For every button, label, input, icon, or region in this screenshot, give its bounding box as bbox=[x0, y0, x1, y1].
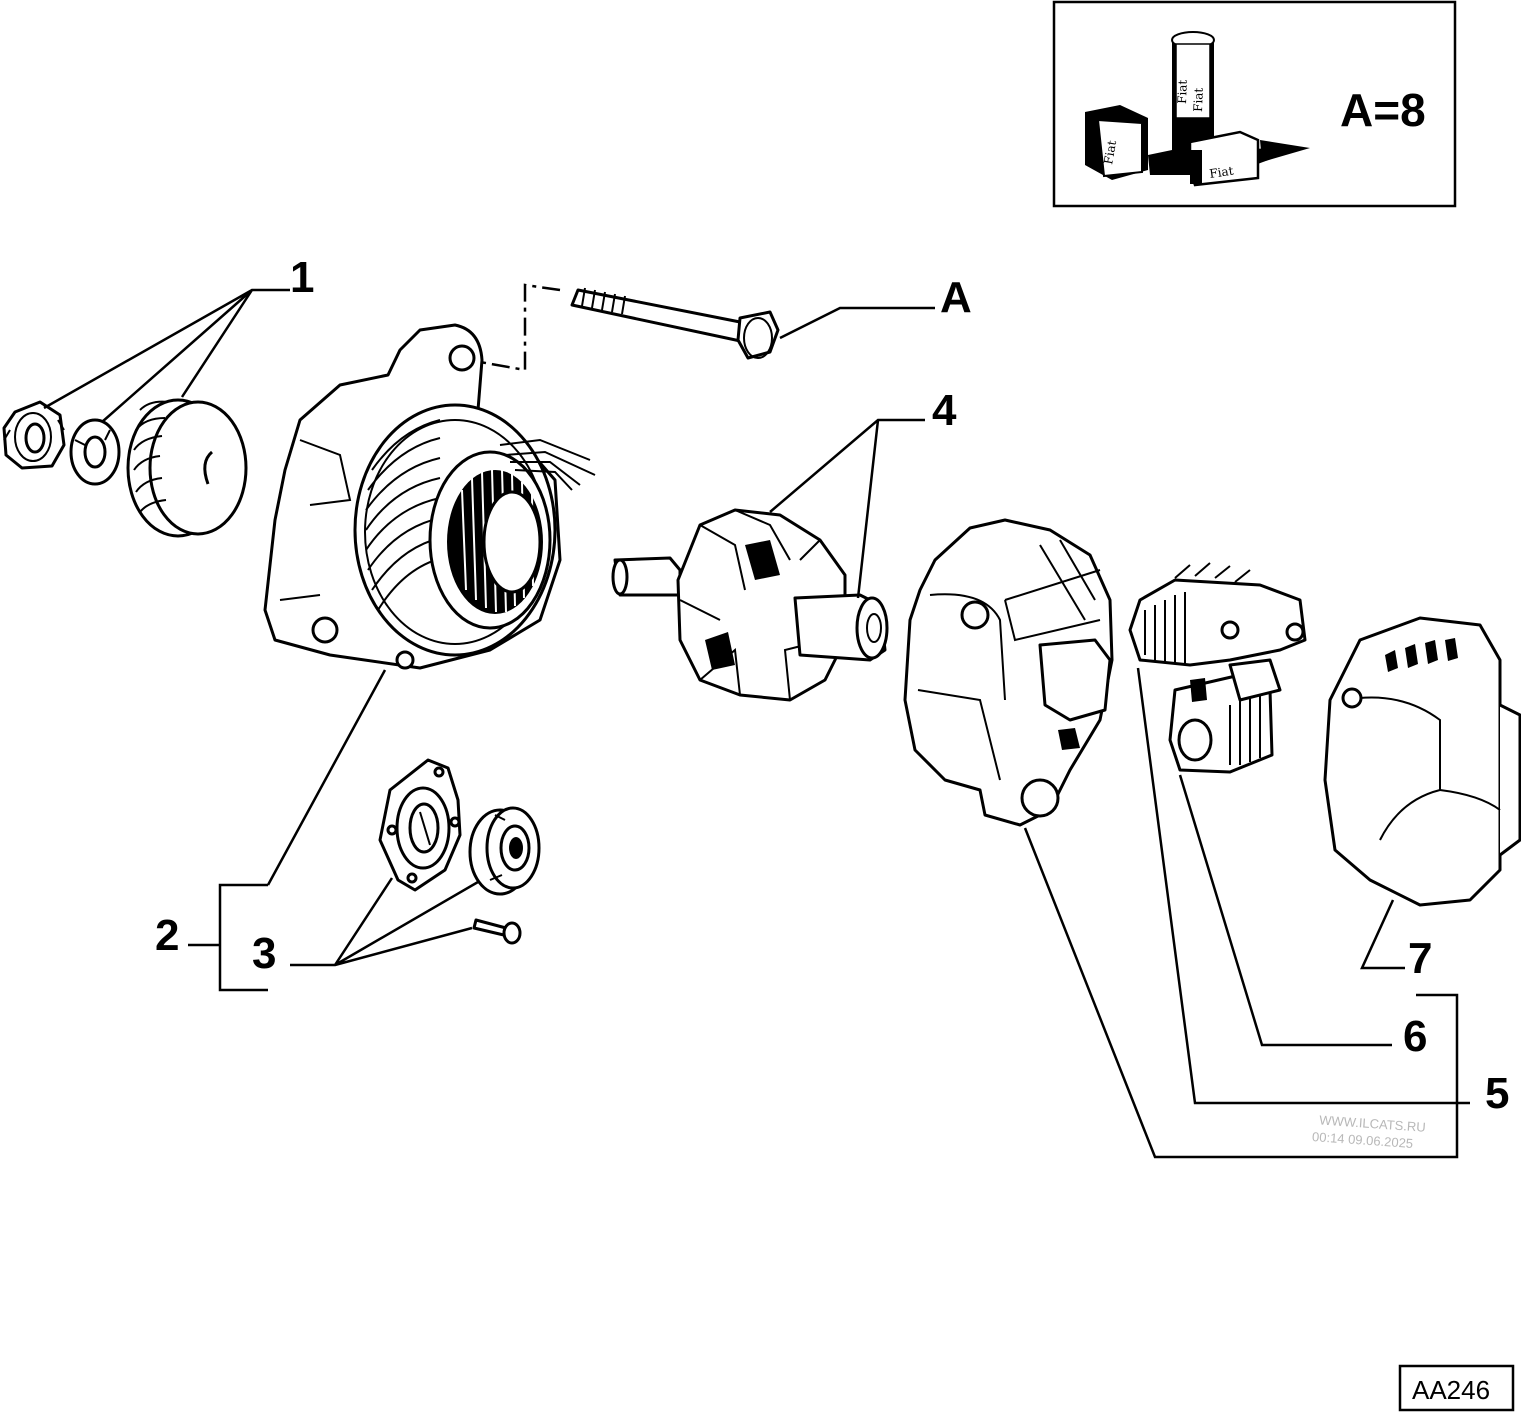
callout-1: 1 bbox=[290, 253, 314, 302]
bearing-icon bbox=[468, 806, 541, 896]
legend-brand-label-1: Fiat bbox=[1101, 139, 1119, 165]
rotor-icon bbox=[611, 508, 889, 702]
front-housing-stator-icon bbox=[263, 323, 596, 670]
watermark-site: WWW.ILCATS.RU bbox=[1319, 1112, 1426, 1134]
legend-brand-label-2: Fiat bbox=[1191, 87, 1206, 112]
legend-brand-label-3: Fiat bbox=[1175, 79, 1190, 104]
diagram-code-box: AA246 bbox=[1398, 1364, 1515, 1412]
watermark-timestamp: 00:14 09.06.2025 bbox=[1312, 1129, 1414, 1151]
callout-5: 5 bbox=[1485, 1069, 1509, 1118]
rectifier-icon bbox=[1128, 562, 1307, 667]
washer-icon bbox=[69, 418, 121, 486]
diagram-code: AA246 bbox=[1412, 1375, 1490, 1405]
through-bolt-icon bbox=[570, 287, 780, 360]
callout-7: 7 bbox=[1408, 934, 1432, 983]
regulator-icon bbox=[1168, 658, 1282, 774]
callout-6: 6 bbox=[1403, 1012, 1427, 1061]
callout-3: 3 bbox=[252, 929, 276, 978]
legend-box: Fiat Fiat Fiat Fiat A=8 bbox=[1052, 0, 1457, 208]
callout-A: A bbox=[940, 273, 972, 322]
rear-cover-icon bbox=[1323, 616, 1521, 907]
screw-icon bbox=[472, 918, 522, 945]
leader-lines bbox=[43, 283, 1470, 1159]
legend-brand-label-4: Fiat bbox=[1208, 164, 1234, 181]
callout-4: 4 bbox=[932, 386, 957, 435]
callout-2: 2 bbox=[155, 911, 179, 960]
bearing-plate-icon bbox=[378, 758, 462, 892]
nut-icon bbox=[2, 400, 66, 470]
pulley-icon bbox=[126, 398, 248, 538]
watermark: WWW.ILCATS.RU 00:14 09.06.2025 bbox=[1312, 1112, 1427, 1151]
loctite-tube-icon: Fiat Fiat Fiat Fiat bbox=[1085, 31, 1310, 187]
legend-reference: A=8 bbox=[1340, 84, 1426, 136]
rear-housing-icon bbox=[903, 518, 1114, 827]
